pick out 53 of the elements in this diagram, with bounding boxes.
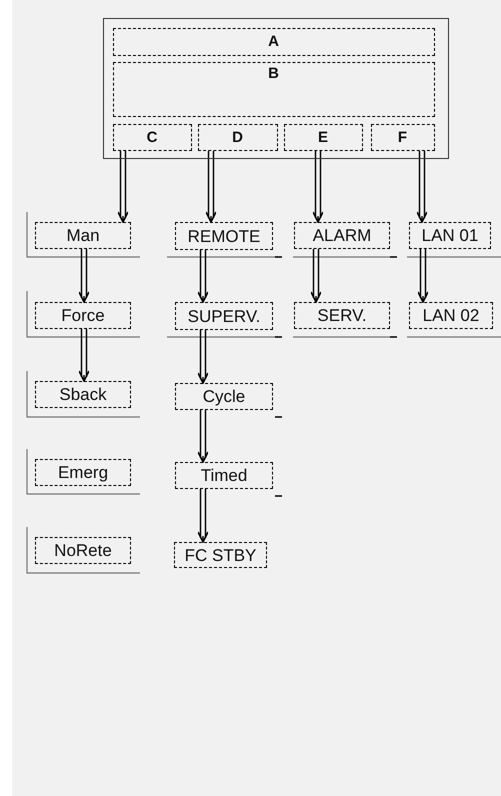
- display-zone: [198, 124, 278, 150]
- double-arrow: [312, 150, 324, 223]
- display-zone: [112, 124, 192, 150]
- menu-box: [294, 222, 390, 249]
- menu-label: Force: [61, 307, 105, 324]
- menu-box: [35, 222, 131, 249]
- menu-box: [174, 542, 267, 568]
- double-arrow: [78, 248, 90, 303]
- menu-box: [175, 383, 273, 410]
- menu-box: [409, 302, 493, 329]
- menu-box: [175, 462, 273, 489]
- menu-box: [35, 381, 131, 408]
- menu-label: NoRete: [54, 542, 112, 559]
- double-arrow: [197, 409, 209, 463]
- double-arrow: [205, 150, 217, 223]
- menu-label: LAN 01: [422, 227, 478, 244]
- display-zone: [112, 28, 434, 56]
- menu-label: SERV.: [317, 307, 367, 324]
- double-arrow: [117, 150, 129, 223]
- double-arrow: [197, 488, 209, 543]
- menu-label: Emerg: [58, 464, 108, 481]
- menu-box: [35, 537, 131, 564]
- menu-label: SUPERV.: [188, 308, 260, 324]
- menu-box: [409, 222, 491, 249]
- menu-box: [175, 222, 273, 250]
- double-arrow: [417, 248, 429, 303]
- display-zone: [112, 62, 434, 116]
- double-arrow: [416, 150, 428, 223]
- zone-letter: C: [146, 130, 158, 144]
- menu-label: REMOTE: [188, 228, 260, 244]
- menu-label: Cycle: [202, 388, 246, 405]
- display-zone: [370, 124, 434, 150]
- menu-label: LAN 02: [422, 307, 480, 324]
- double-arrow: [197, 329, 209, 384]
- menu-box: [294, 302, 390, 329]
- menu-label: Sback: [59, 386, 107, 403]
- zone-letter: B: [268, 66, 279, 80]
- menu-label: FC STBY: [184, 546, 256, 564]
- zone-letter: F: [398, 130, 408, 144]
- zone-letter: E: [318, 130, 328, 144]
- menu-label: ALARM: [312, 227, 372, 244]
- double-arrow: [197, 249, 209, 303]
- menu-box: [35, 459, 131, 486]
- zone-letter: A: [268, 34, 279, 49]
- zone-letter: D: [232, 130, 243, 144]
- display-zone: [284, 124, 362, 150]
- menu-label: Timed: [200, 467, 248, 484]
- double-arrow: [310, 248, 322, 303]
- menu-box: [35, 302, 131, 329]
- menu-box: [175, 302, 273, 330]
- menu-label: Man: [66, 227, 100, 244]
- display-frame: [103, 18, 449, 159]
- double-arrow: [78, 328, 90, 382]
